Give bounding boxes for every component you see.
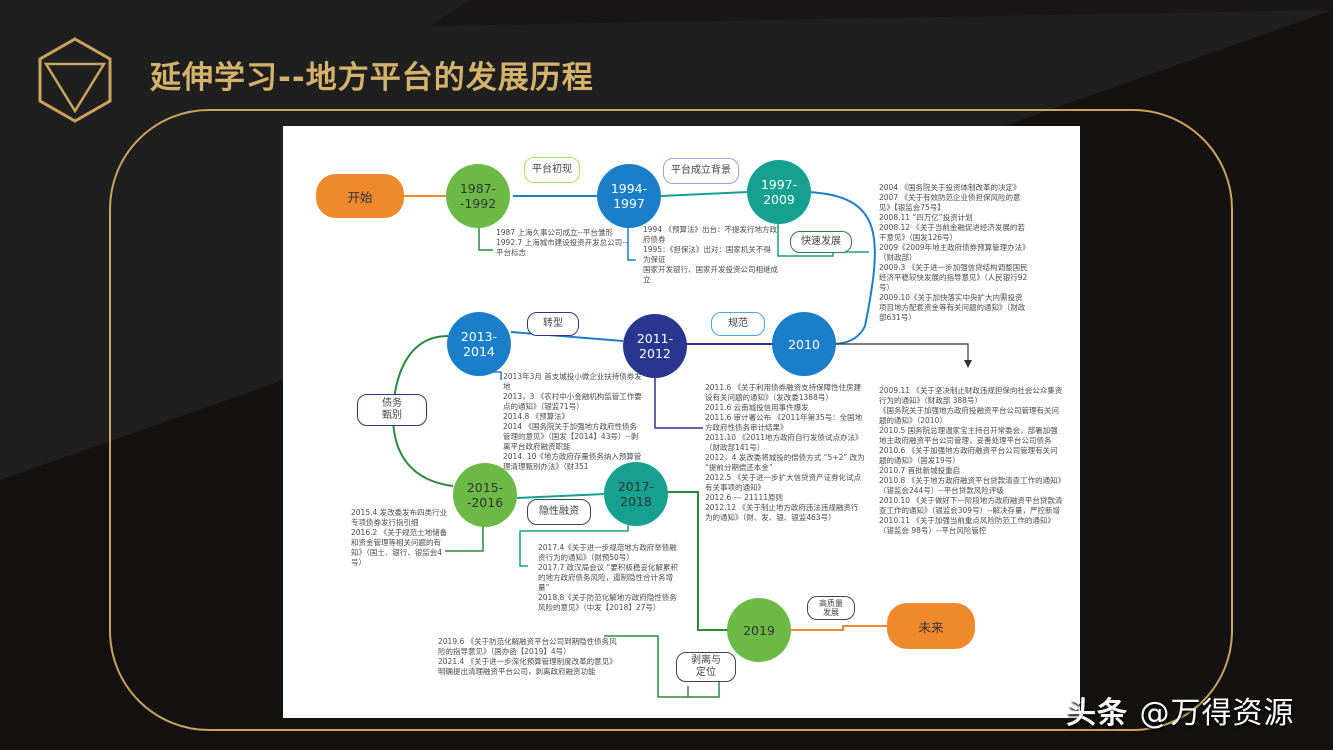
tag-transform: 转型 [527,312,579,336]
notes-2013-2014: 2013年3月 首支城投小微企业扶持债券发地 2013，3 《农村中小金融机构监… [503,372,643,472]
notes-2015-2016: 2015.4 发改委发布四类行业专项债券发行指引细 2016.2 《关于规范土地… [351,508,451,568]
node-2010[interactable]: 2010 [772,312,836,376]
notes-1987-1992: 1987 上海久事公司成立--平台雏形 1992.7 上海城市建设投资开发总公司… [496,228,631,258]
node-2017-2018[interactable]: 2017- 2018 [604,462,668,526]
node-1997-2009[interactable]: 1997- 2009 [747,160,811,224]
note-item: 2010.11 《关于加强当前重点风险防范工作的通知》（银监会 98号）--平台… [879,516,1055,535]
notes-2011-2012: 2011.6 《关于利用债券融资支持保障性住房建设有关问题的通知》（发改委138… [705,383,865,523]
page-title: 延伸学习--地方平台的发展历程 [150,60,594,96]
note-item: 2011.6 审计署公布 《2011年第35号：全国地方政府性债务审计结果》 [705,413,863,432]
note-item: 1995：《担保法》出对：国家机关不得为保证 [643,245,771,264]
node-2019[interactable]: 2019 [727,598,791,662]
timeline-diagram: 开始 未来 1987- -1992 1994- 1997 1997- 2009 … [283,126,1080,718]
tag-platform-emerge: 平台初现 [524,157,580,183]
notes-2017-2018: 2017.4《关于进一步规范地方政府举债融资行为的通知》（财预50号） 2017… [538,543,678,613]
note-item: 2009.3 《关于进一步加强信贷结构调整国民经济平稳较快发展的指导意见》（人民… [879,263,1028,292]
notes-1997-2009: 2004 《国务院关于投资体制改革的决定》 2007 《关于有效防范企业债担保风… [879,183,1029,323]
note-item: 1994 《预算法》出台：不提发行地方政府债券 [643,225,777,244]
node-1994-1997[interactable]: 1994- 1997 [597,164,661,228]
note-item: 2011.10 《2011地方政府自行发债试点办法》（财政部141号） [705,433,863,452]
hexagon-triangle-icon [38,37,112,123]
note-item: 2011.6 云南城投信用事件爆发 [705,403,809,412]
notes-2019: 2019.6 《关于防范化解融资平台公司到期隐性债务风险的指导意见》（国办函【2… [438,637,623,677]
note-item: 《国务院关于加强地方政府投融资平台公司管理有关问题的通知》（2010） [879,406,1059,425]
tag-regulate: 规范 [711,312,765,336]
note-item: 2017.4《关于进一步规范地方政府举债融资行为的通知》（财预50号） [538,543,677,562]
tag-debt-screen: 债务 甄别 [357,394,427,426]
note-item: 2013年3月 首支城投小微企业扶持债券发地 [503,372,642,391]
tag-hidden-finance: 隐性融资 [527,499,591,525]
tag-separate-position: 剥离与 定位 [676,652,736,682]
note-item: 2009.11 《关于坚决制止财政违规担保向社会公众集资行为的通知》（财政部 3… [879,386,1063,405]
note-item: 2015.4 发改委发布四类行业专项债券发行指引细 [351,508,448,527]
notes-2010: 2009.11 《关于坚决制止财政违规担保向社会公众集资行为的通知》（财政部 3… [879,386,1064,536]
note-item: 2016.2 《关于规范土地储备和资金管理等相关问题的有知》（国土、银行、银监会… [351,528,448,567]
note-item: 2012.12 《关于制止地方政府违法违规融资行为的通知》（财、发、银、银监46… [705,503,859,522]
tag-platform-background: 平台成立背景 [663,158,739,184]
note-item: 2010.8 《关于地方政府融资平台贷款清查工作的通知》（银监会244号）--平… [879,476,1062,495]
note-item: 2013，3 《农村中小金融机构监管工作要点的通知》（银监71号） [503,392,642,411]
note-item: 2010.10 《关于做好下一阶段地方政府融资平台贷款清查工作的通知》（银监会3… [879,496,1063,515]
note-item: 2018.8《关于防范化解地方政府隐性债务风险的意见》（中发【2018】27号） [538,593,677,612]
note-item: 2010.7 首批新城投重启 [879,466,961,475]
note-item: 2014 《国务院关于加强地方政府性债务管理的意见》（国发【2014】43号）-… [503,422,639,451]
start-label: 开始 [347,189,373,205]
note-item: 1987 上海久事公司成立--平台雏形 [496,228,613,237]
note-item: 2019.6 《关于防范化解融资平台公司到期隐性债务风险的指导意见》（国办函【2… [438,637,617,656]
watermark: 头条 @万得资源 [1066,688,1294,732]
note-item: 2007 《关于有效防范企业债担保风险的意见》【银监会75号】 [879,193,1021,212]
node-2011-2012[interactable]: 2011- 2012 [623,314,687,378]
watermark-handle: @万得资源 [1139,696,1295,731]
tag-high-quality: 高质量 发展 [807,596,855,620]
note-item: 2014. 10《地方政府存量债务纳入预算管理清理甄别办法》（财351 [503,452,642,471]
note-item: 1992.7 上海城市建设投资开发总公司--平台标志 [496,238,628,257]
note-item: 2010.5 国务院总理温家宝主持召开常委会，部署加强地主政府融资平台公司管理，… [879,426,1058,445]
note-item: 2011.6 《关于利用债券融资支持保障性住房建设有关问题的通知》（发改委138… [705,383,862,402]
start-node[interactable]: 开始 [316,174,404,218]
node-1987-1992[interactable]: 1987- -1992 [446,164,510,228]
note-item: 2012.5 《关于进一步扩大信贷资产证券化试点有关事项的通知》 [705,473,862,492]
future-label: 未来 [918,619,944,635]
note-item: 2012，4 发改委将城投的偿债方式 “5+2” 改为 “提前分期偿还本金” [705,453,865,472]
notes-1994-1997: 1994 《预算法》出台：不提发行地方政府债券 1995：《担保法》出对：国家机… [643,225,778,285]
note-item: 2008.11 “四万亿”投资计划 [879,213,973,222]
future-node[interactable]: 未来 [887,603,975,649]
note-item: 2009.10《关于加快落实中央扩大内需投资项目地方配套资金等有关问题的通知》（… [879,293,1026,322]
note-item: 2017.7 政汉局会议 “要积极稳妥化解累积的地方政府债务风险，遏制隐性合计务… [538,563,678,592]
note-item: 2004 《国务院关于投资体制改革的决定》 [879,183,1021,192]
note-item: 国家开发银行、国家开发投资公司相继成立 [643,265,778,284]
note-item: 2014.8 《预算法》 [503,412,570,421]
watermark-brand: 头条 [1066,696,1128,731]
note-item: 2008.12 《关于当前金融促进经济发展的若干意见》（国发126号） [879,223,1025,242]
note-item: 2010.6 《关于加强地方政府融资平台公司管理有关问题的通知》（国发19号） [879,446,1058,465]
gold-frame [109,109,1233,731]
node-2013-2014[interactable]: 2013- 2014 [447,312,511,376]
node-2015-2016[interactable]: 2015- -2016 [453,463,517,527]
tag-fast-growth: 快速发展 [790,231,852,253]
note-item: 2012.6 --- 21111原则 [705,493,783,502]
note-item: 2009《2009年地主政府债券预算管理办法》（财政部） [879,243,1026,262]
note-item: 2021.4 《关于进一步深化预算管理制度改革的意见》明确提出清理融资平台公司，… [438,657,617,676]
